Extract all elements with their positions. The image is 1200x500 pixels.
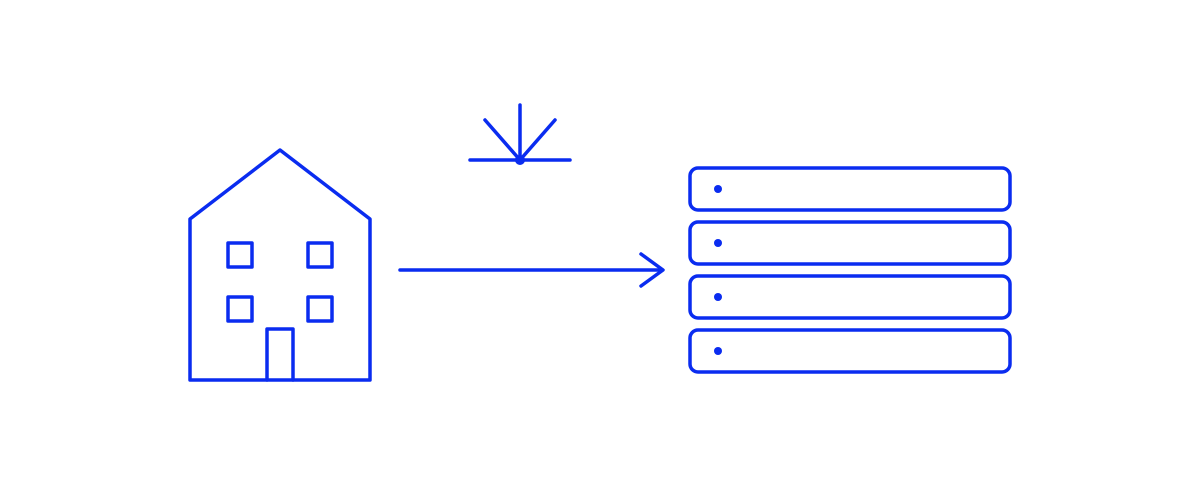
server-unit-frame (688, 274, 1012, 320)
server-unit-icon (688, 166, 1012, 212)
burst-ray-right (518, 118, 557, 162)
light-burst-icon (468, 103, 572, 165)
server-status-dot (714, 293, 722, 301)
house-window-top-right (306, 241, 334, 269)
house-icon (188, 148, 372, 382)
server-unit-icon (688, 328, 1012, 374)
server-stack-icon (688, 166, 1012, 374)
server-unit-icon (688, 220, 1012, 266)
house-window-bottom-right (306, 295, 334, 323)
server-unit-frame (688, 328, 1012, 374)
server-status-dot (714, 347, 722, 355)
server-status-dot (714, 185, 722, 193)
arrow-head (639, 252, 665, 288)
house-door (265, 327, 295, 382)
house-window-bottom-left (226, 295, 254, 323)
server-unit-frame (688, 166, 1012, 212)
server-unit-frame (688, 220, 1012, 266)
house-outline (188, 148, 372, 382)
server-unit-icon (688, 274, 1012, 320)
burst-ray-left (483, 118, 522, 162)
burst-center-dot (515, 155, 525, 165)
house-window-top-left (226, 241, 254, 269)
server-status-dot (714, 239, 722, 247)
arrow-right-icon (398, 252, 665, 288)
